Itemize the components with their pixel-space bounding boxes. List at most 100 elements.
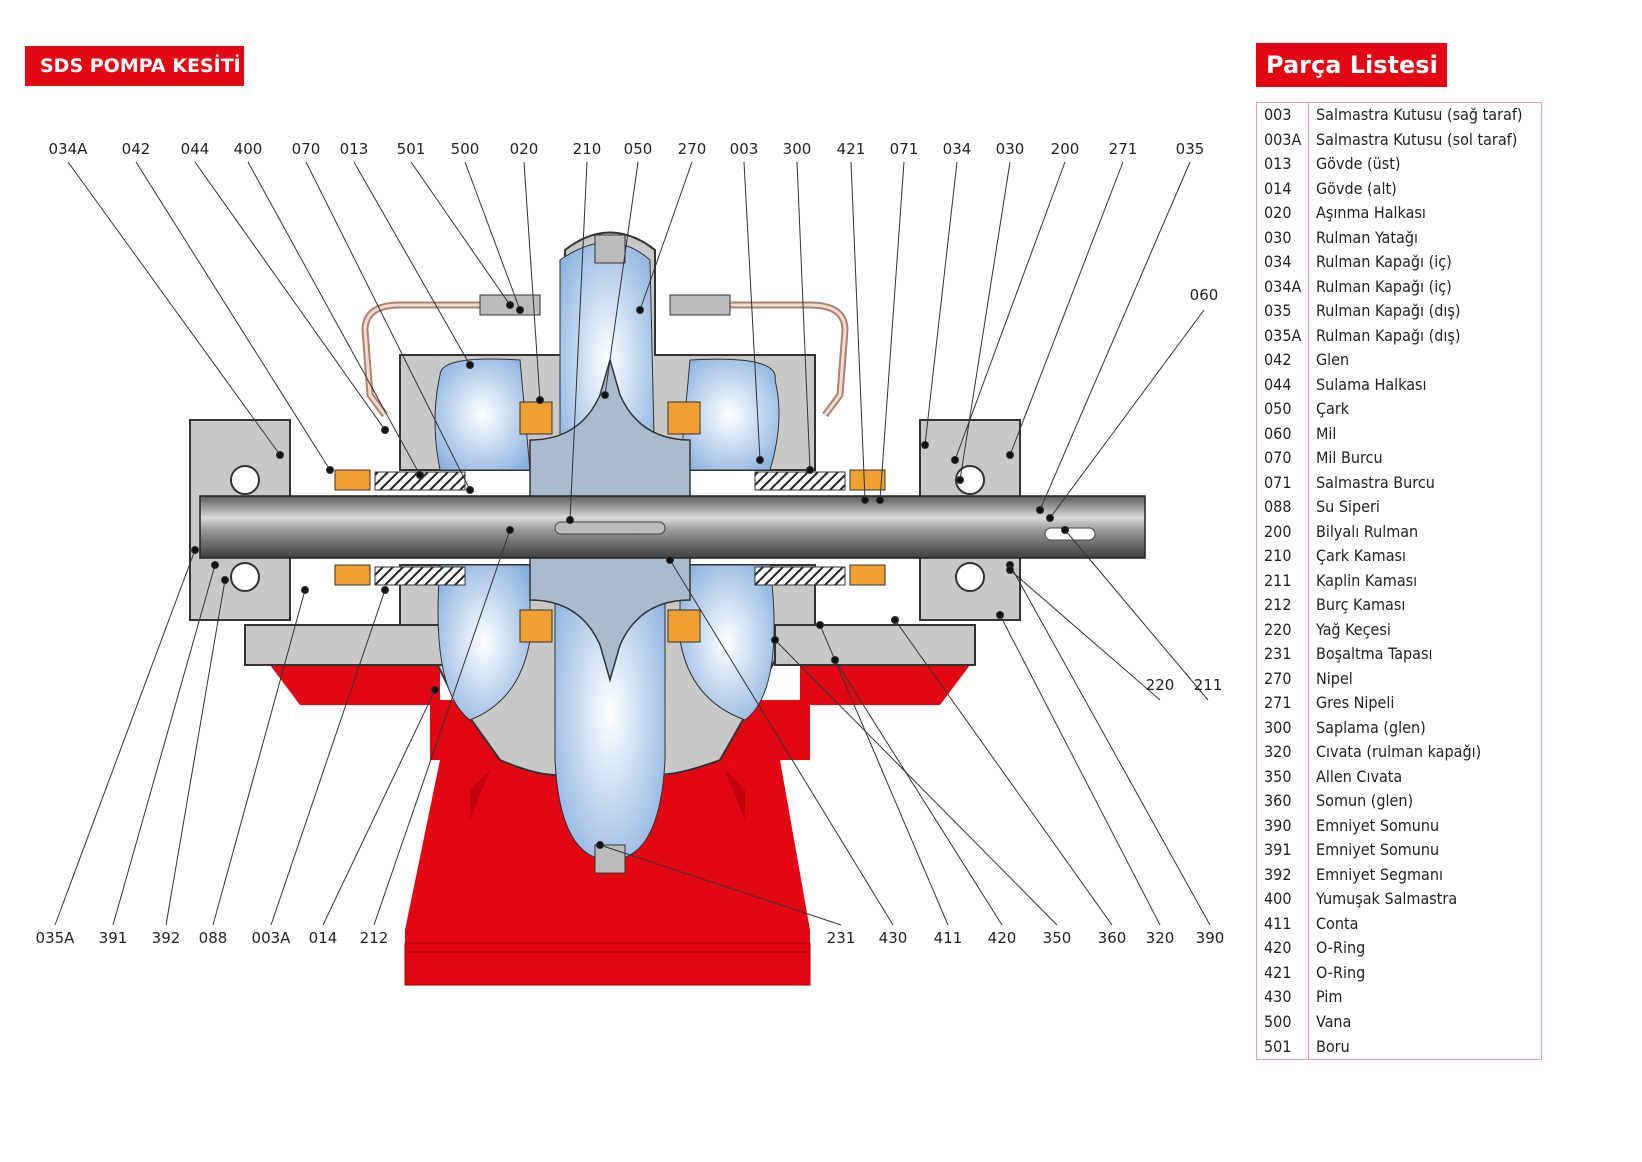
part-code: 390 bbox=[1256, 813, 1309, 838]
leader-dot bbox=[891, 616, 899, 624]
callout-label-top: 500 bbox=[451, 140, 480, 158]
diagram-title: SDS POMPA KESİTİ bbox=[25, 46, 244, 86]
part-name: Sulama Halkası bbox=[1316, 374, 1427, 394]
part-name: Boru bbox=[1316, 1036, 1350, 1056]
callout-label-bottom: 350 bbox=[1043, 929, 1072, 947]
part-code: 360 bbox=[1256, 789, 1309, 814]
part-name: Emniyet Segmanı bbox=[1316, 864, 1443, 884]
part-name: Rulman Kapağı (dış) bbox=[1316, 325, 1461, 345]
leader-dot bbox=[806, 466, 814, 474]
leader-dot bbox=[221, 576, 229, 584]
leader-line bbox=[850, 161, 866, 501]
callout-label-top: 421 bbox=[837, 140, 866, 158]
parts-row: 360 Somun (glen) bbox=[1256, 789, 1542, 814]
callout-label-top: 035 bbox=[1176, 140, 1205, 158]
callout-label-bottom: 231 bbox=[827, 929, 856, 947]
leader-line bbox=[1009, 569, 1161, 701]
part-name: Somun (glen) bbox=[1316, 791, 1414, 811]
leader-line bbox=[669, 559, 894, 926]
leader-dot bbox=[861, 496, 869, 504]
leader-dot bbox=[431, 686, 439, 694]
part-code: 350 bbox=[1256, 764, 1309, 789]
leader-line bbox=[112, 564, 216, 926]
callout-label-top: 400 bbox=[234, 140, 263, 158]
leader-line bbox=[604, 161, 639, 396]
leader-dot bbox=[1006, 566, 1014, 574]
part-name: O-Ring bbox=[1316, 962, 1366, 982]
leader-dot bbox=[466, 361, 474, 369]
part-code: 411 bbox=[1256, 911, 1309, 936]
leader-line bbox=[639, 161, 693, 311]
leader-dot bbox=[636, 306, 644, 314]
part-code: 003A bbox=[1256, 127, 1309, 152]
part-code: 320 bbox=[1256, 740, 1309, 765]
leader-dot bbox=[326, 466, 334, 474]
part-name: Gres Nipeli bbox=[1316, 693, 1395, 713]
leader-line bbox=[212, 589, 306, 926]
leader-line bbox=[270, 589, 386, 926]
leader-line bbox=[1049, 309, 1205, 519]
parts-row: 020 Aşınma Halkası bbox=[1256, 201, 1542, 226]
part-name: Aşınma Halkası bbox=[1316, 203, 1426, 223]
part-name: Emniyet Somunu bbox=[1316, 840, 1440, 860]
callout-label-bottom: 014 bbox=[309, 929, 338, 947]
callout-label-bottom: 360 bbox=[1098, 929, 1127, 947]
leader-dot bbox=[276, 451, 284, 459]
callout-label-bottom: 212 bbox=[360, 929, 389, 947]
part-code: 088 bbox=[1256, 495, 1309, 520]
part-name: Çark Kaması bbox=[1316, 546, 1407, 566]
part-code: 020 bbox=[1256, 201, 1309, 226]
leader-dot bbox=[536, 396, 544, 404]
part-code: 034A bbox=[1256, 274, 1309, 299]
part-name: Salmastra Kutusu (sağ taraf) bbox=[1316, 105, 1523, 125]
leader-dot bbox=[191, 546, 199, 554]
leader-dot bbox=[416, 471, 424, 479]
leader-line bbox=[322, 689, 436, 926]
callout-label-top: 210 bbox=[573, 140, 602, 158]
part-code: 421 bbox=[1256, 960, 1309, 985]
part-name: Gövde (alt) bbox=[1316, 178, 1397, 198]
part-name: Burç Kaması bbox=[1316, 595, 1406, 615]
leader-line bbox=[879, 161, 905, 501]
leader-line bbox=[373, 529, 511, 926]
leader-dot bbox=[596, 841, 604, 849]
part-name: Mil bbox=[1316, 423, 1337, 443]
leader-line bbox=[1009, 564, 1211, 926]
leader-line bbox=[523, 161, 541, 401]
callout-label-top: 071 bbox=[890, 140, 919, 158]
leader-line bbox=[894, 619, 1113, 926]
leader-line bbox=[834, 659, 1003, 926]
part-code: 271 bbox=[1256, 691, 1309, 716]
callout-label-top: 501 bbox=[397, 140, 426, 158]
part-name: Cıvata (rulman kapağı) bbox=[1316, 742, 1482, 762]
callout-label-top: 034A bbox=[49, 140, 89, 158]
callout-label-top: 034 bbox=[943, 140, 972, 158]
part-code: 035A bbox=[1256, 323, 1309, 348]
leader-dot bbox=[1036, 506, 1044, 514]
part-code: 030 bbox=[1256, 225, 1309, 250]
part-code: 400 bbox=[1256, 887, 1309, 912]
part-name: Yağ Keçesi bbox=[1316, 619, 1391, 639]
leader-line bbox=[959, 161, 1011, 481]
part-code: 501 bbox=[1256, 1034, 1309, 1060]
parts-row: 035A Rulman Kapağı (dış) bbox=[1256, 323, 1542, 348]
callout-label-top: 042 bbox=[122, 140, 151, 158]
part-code: 014 bbox=[1256, 176, 1309, 201]
leader-dot bbox=[506, 301, 514, 309]
leader-line bbox=[410, 161, 511, 306]
